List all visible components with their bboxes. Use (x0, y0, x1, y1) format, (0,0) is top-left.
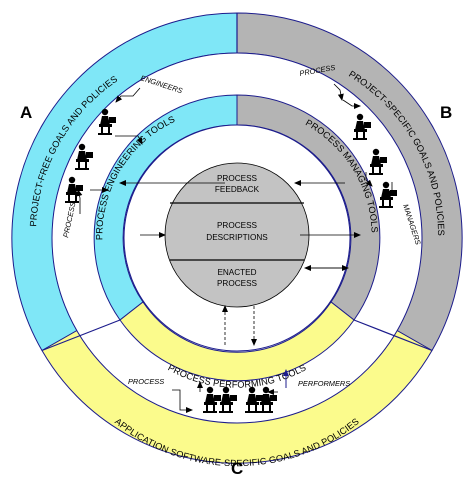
corner-label-b: B (440, 103, 452, 122)
divider-right (353, 319, 433, 352)
center-feedback-line1: PROCESS (217, 174, 258, 183)
performers-label: PERFORMERS (298, 379, 350, 388)
arrow-process-left-up (76, 189, 83, 214)
process-label-bottom: PROCESS (128, 377, 164, 386)
arrow-engineers-out (115, 135, 143, 145)
center-enacted-line2: PROCESS (217, 279, 258, 288)
center-descriptions-line2: DESCRIPTIONS (206, 233, 268, 242)
corner-label-c: C (231, 459, 243, 478)
center-feedback-line2: FEEDBACK (215, 185, 260, 194)
arrow-managers-to-center (385, 182, 393, 197)
corner-label-a: A (20, 103, 32, 122)
arrow-engineers-in (115, 87, 141, 103)
arrow-process-bottom (172, 389, 193, 413)
center-enacted-line1: ENACTED (217, 268, 256, 277)
center-descriptions-line1: PROCESS (217, 221, 258, 230)
arrow-managers-in (365, 172, 373, 187)
arrow-process-right-in (333, 83, 344, 101)
divider-left (41, 319, 121, 352)
arrow-process-right-out (342, 99, 361, 109)
